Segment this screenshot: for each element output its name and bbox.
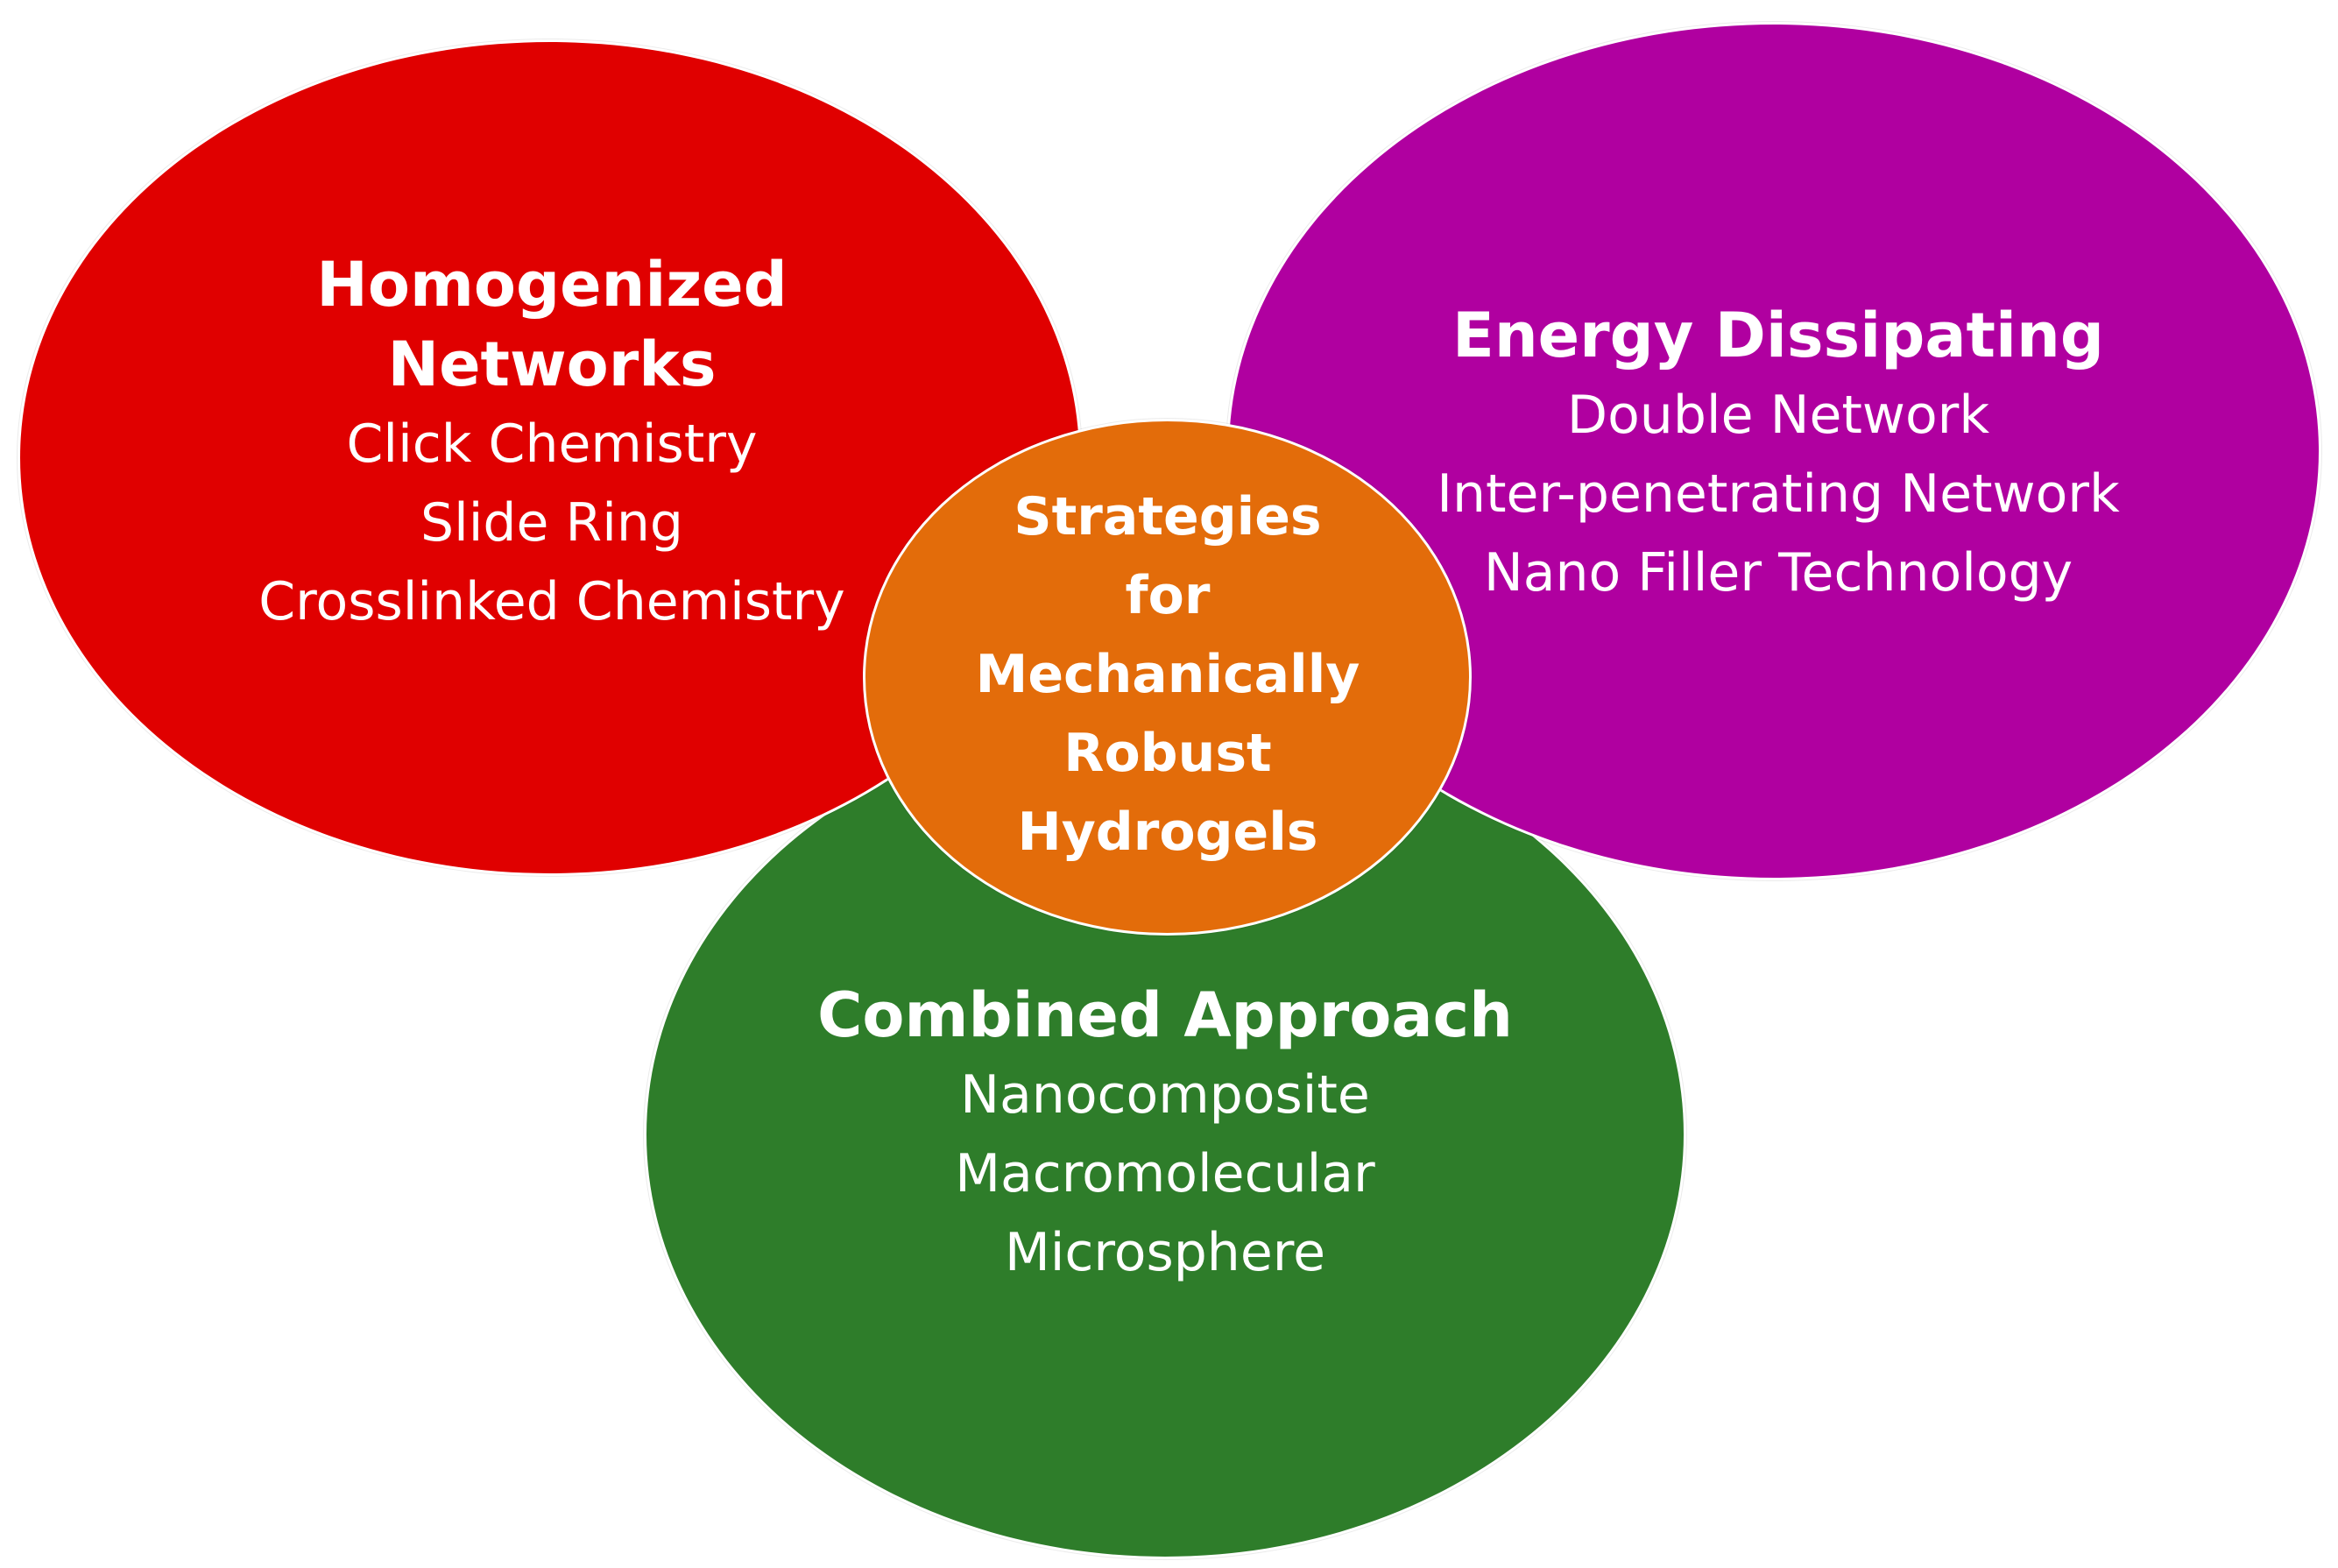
center-line-5: Hydrogels xyxy=(1017,802,1318,863)
combined-approach-text: Combined Approach Nanocomposite Macromol… xyxy=(815,976,1515,1292)
energy-item-double-network: Double Network xyxy=(1566,385,1990,446)
center-line-1: Strategies xyxy=(1014,486,1322,547)
combined-item-microsphere: Microsphere xyxy=(1004,1222,1326,1283)
homogenized-title-line-1: Homogenized xyxy=(316,249,788,321)
combined-item-nanocomposite: Nanocomposite xyxy=(960,1064,1370,1126)
combined-title: Combined Approach xyxy=(817,979,1513,1051)
homogenized-item-crosslinked-chemistry: Crosslinked Chemistry xyxy=(258,571,845,632)
central-strategies-text: Strategies for Mechanically Robust Hydro… xyxy=(905,477,1430,872)
center-line-3: Mechanically xyxy=(975,644,1360,705)
center-line-4: Robust xyxy=(1063,723,1272,784)
energy-dissipating-text: Energy Dissipating Double Network Inter-… xyxy=(1428,296,2129,612)
homogenized-networks-text: Homogenized Networks Click Chemistry Sli… xyxy=(201,245,902,641)
homogenized-item-click-chemistry: Click Chemistry xyxy=(346,413,758,475)
central-strategies-bubble xyxy=(863,419,1472,936)
homogenized-title-line-2: Networks xyxy=(387,328,717,400)
combined-item-macromolecular: Macromolecular xyxy=(955,1143,1375,1204)
energy-title: Energy Dissipating xyxy=(1452,300,2104,371)
energy-item-interpenetrating-network: Inter-penetrating Network xyxy=(1437,463,2120,525)
homogenized-item-slide-ring: Slide Ring xyxy=(420,492,683,554)
center-line-2: for xyxy=(1125,565,1211,626)
energy-item-nano-filler: Nano Filler Technology xyxy=(1483,542,2073,604)
